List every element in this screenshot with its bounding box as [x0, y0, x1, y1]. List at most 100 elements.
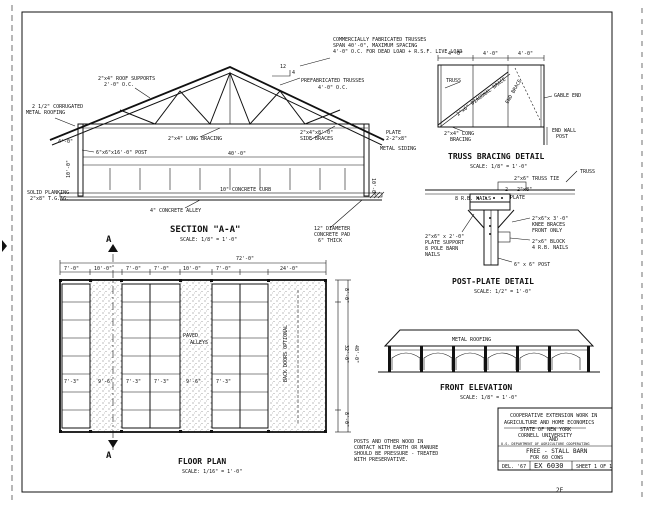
scan-marker — [2, 240, 7, 252]
fp-mid-dim-2: 9'-6" — [98, 379, 113, 385]
tb-long-bracing-2: BRACING — [450, 137, 471, 143]
fp-top-dim-6: 7'-0" — [216, 266, 231, 272]
note-trusses-2: SPAN 40'-0", MAXIMUM SPACING — [333, 43, 417, 49]
pp-truss-tie: 2"x6" TRUSS TIE — [514, 176, 559, 182]
fp-note-4: WITH PRESERVATIVE. — [354, 457, 408, 463]
dim-span: 40'-0" — [228, 151, 246, 157]
note-pad-2: CONCRETE PAD — [314, 232, 350, 238]
sheet-border — [21, 11, 613, 493]
tb-long-bracing-1: 2"x4" LONG — [444, 131, 474, 137]
fp-mid-dim-1: 7'-3" — [64, 379, 79, 385]
tb-spacing-3: 4'-0" — [518, 51, 533, 57]
note-post: 6"x6"x16'-0" POST — [96, 150, 147, 156]
pp-knee-2: KNEE BRACES — [532, 222, 565, 228]
front-elevation — [378, 329, 600, 373]
fp-mid-dim-5: 9'-6" — [186, 379, 201, 385]
fp-top-dim-3: 7'-0" — [126, 266, 141, 272]
fp-top-dim-4: 7'-0" — [154, 266, 169, 272]
fp-overall-width: 72'-0" — [236, 256, 254, 262]
note-corrugated-1: 2 1/2" CORRUGATED — [32, 104, 83, 110]
note-prefab-2: 4'-0" O.C. — [318, 85, 348, 91]
stall-grid — [59, 279, 327, 433]
front-elevation-scale: SCALE: 1/8" = 1'-0" — [460, 395, 517, 401]
note-roof-supports-1: 2"x4" ROOF SUPPORTS — [98, 76, 155, 82]
fp-top-dim-7: 24'-0" — [280, 266, 298, 272]
note-curb: 10" CONCRETE CURB — [220, 187, 271, 193]
note-trusses-1: COMMERCIALLY FABRICATED TRUSSES — [333, 37, 426, 43]
note-planking-2: 2"x8" T.G.&G. — [30, 196, 69, 202]
fp-back-doors: BACK DOORS OPTIONAL — [283, 325, 289, 382]
section-scale: SCALE: 1/8" = 1'-0" — [180, 237, 237, 243]
fp-right-dim-3: 8'-0" — [343, 412, 349, 427]
tb-project-2: FOR 60 COWS — [530, 455, 563, 461]
tb-sheet: SHEET 1 OF 1 — [576, 464, 612, 470]
title-block: COOPERATIVE EXTENSION WORK IN AGRICULTUR… — [497, 407, 613, 471]
fp-mid-dim-6: 7'-3" — [216, 379, 231, 385]
fp-paved-alleys-1: PAVED — [183, 333, 198, 339]
pp-support-2: PLATE SUPPORT — [425, 240, 464, 246]
tb-project-1: FREE - STALL BARN — [526, 448, 588, 455]
pp-block-1: 2"x6" BLOCK — [532, 239, 565, 245]
tb-del: DEL. '67 — [502, 464, 526, 470]
pp-nails: 8 R.B. NAILS — [455, 196, 491, 202]
dim-right-height: 10'-0" — [370, 178, 376, 196]
fp-overall-height: 48'-0" — [353, 345, 359, 363]
note-plate-1: PLATE — [386, 130, 401, 136]
page-number: 2E — [556, 487, 564, 494]
note-plate-2: 2-2"x8" — [386, 136, 407, 142]
tb-end-wall-2: POST — [556, 134, 568, 140]
fp-marker-bottom: A — [106, 451, 112, 461]
post-plate-scale: SCALE: 1/2" = 1'-0" — [474, 289, 531, 295]
truss-bracing-scale: SCALE: 1/8" = 1'-0" — [470, 164, 527, 170]
note-pad-3: 6" THICK — [318, 238, 342, 244]
pp-support-3: 8 POLE BARN — [425, 246, 458, 252]
section-title: SECTION "A-A" — [170, 225, 240, 235]
fp-top-dim-2: 10'-0" — [94, 266, 112, 272]
pp-plate-2: PLATE — [510, 195, 525, 201]
post-plate-title: POST-PLATE DETAIL — [452, 277, 534, 286]
fp-top-dim-5: 10'-0" — [183, 266, 201, 272]
fp-right-dim-2: 32'-0" — [343, 345, 349, 363]
floor-plan-text: 72'-0" 7'-0" 10'-0" 7'-0" 7'-0" 10'-0" 7… — [64, 235, 438, 475]
truss-bracing-detail — [437, 55, 553, 145]
tb-spacing-2: 4'-0" — [483, 51, 498, 57]
pp-support-1: 2"x6" x 2'-0" — [425, 234, 464, 240]
tb-line-4: CORNELL UNIVERSITY — [518, 433, 572, 439]
section-text: COMMERCIALLY FABRICATED TRUSSES SPAN 40'… — [26, 37, 462, 244]
pp-knee-1: 2"x6"x 3'-0" — [532, 216, 568, 222]
note-long-bracing: 2"x4" LONG BRACING — [168, 136, 222, 142]
fp-note-2: CONTACT WITH EARTH OR MANURE — [354, 445, 438, 451]
tb-line-2: AGRICULTURE AND HOME ECONOMICS — [504, 420, 594, 426]
tb-line-5: AND — [549, 437, 558, 443]
tb-line-3: STATE OF NEW YORK — [520, 427, 571, 433]
pp-truss: TRUSS — [580, 169, 595, 175]
note-corrugated-2: METAL ROOFING — [26, 110, 65, 116]
pp-post-size: 6" x 6" POST — [514, 262, 550, 268]
fp-top-dim-1: 7'-0" — [64, 266, 79, 272]
post-plate-text: TRUSS 2"x6" TRUSS TIE 2 - 2"x8" PLATE 8 … — [425, 169, 595, 295]
fp-marker-top: A — [106, 235, 112, 245]
floor-plan-scale: SCALE: 1/16" = 1'-0" — [182, 469, 242, 475]
tb-line-6: U.S. DEPARTMENT OF AGRICULTURE COOPERATI… — [501, 442, 590, 446]
pp-plate-1: 2 - 2"x8" — [505, 187, 532, 193]
pp-support-4: NAILS — [425, 252, 440, 258]
fp-right-dim-1: 8'-0" — [343, 288, 349, 303]
tb-gable-end: GABLE END — [554, 93, 581, 99]
section-a-a — [49, 57, 385, 229]
pp-block-2: 4 R.B. NAILS — [532, 245, 568, 251]
pitch-run: 4 — [292, 70, 295, 76]
tb-truss: TRUSS — [446, 78, 461, 84]
note-prefab-1: PREFABRICATED TRUSSES — [301, 78, 364, 84]
truss-bracing-title: TRUSS BRACING DETAIL — [448, 152, 545, 161]
fp-mid-dim-4: 7'-3" — [154, 379, 169, 385]
pp-knee-3: FRONT ONLY — [532, 228, 562, 234]
fp-note-1: POSTS AND OTHER WOOD IN — [354, 439, 423, 445]
dim-overhang: 4'-0" — [58, 139, 73, 145]
tb-diag-brace: 2"x6" DIAGONAL BRACE — [456, 77, 508, 118]
dim-left-height: 10'-0" — [66, 160, 72, 178]
truss-bracing-text: 4'-0" 4'-0" 4'-0" TRUSS END BRACE 2"x6" … — [444, 51, 581, 170]
fp-mid-dim-3: 7'-3" — [126, 379, 141, 385]
pitch-rise: 12 — [280, 64, 286, 70]
floor-plan — [59, 244, 351, 450]
